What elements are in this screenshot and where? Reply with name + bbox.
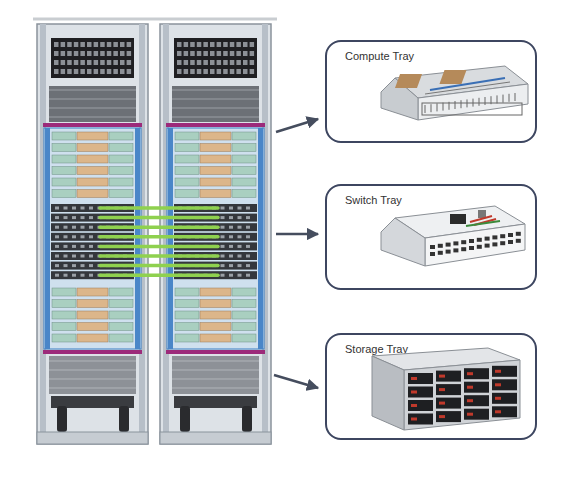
compute-tray-illustration [381, 66, 528, 120]
rack-group [33, 19, 277, 444]
storage-tray-box: Storage Tray [325, 333, 537, 440]
pointer-arrow [276, 119, 318, 132]
green-cable [100, 235, 218, 239]
green-cable [100, 273, 218, 277]
green-cable [100, 225, 218, 229]
pointer-arrow [276, 233, 318, 236]
tray-label: Storage Tray [345, 343, 408, 355]
pointer-arrow [274, 375, 318, 388]
switch-tray-box: Switch Tray [325, 184, 537, 290]
green-cable [100, 216, 218, 220]
pointer-arrows [274, 119, 318, 388]
green-cable [100, 254, 218, 258]
compute-tray-box: Compute Tray [325, 40, 537, 143]
server-rack [37, 24, 148, 444]
tray-label: Compute Tray [345, 50, 414, 62]
tray-label: Switch Tray [345, 194, 402, 206]
cable-group [100, 208, 218, 275]
storage-tray-illustration [372, 348, 520, 430]
server-rack [160, 24, 271, 444]
switch-tray-illustration [381, 206, 525, 266]
green-cable [100, 245, 218, 249]
green-cable [100, 206, 218, 210]
green-cable [100, 264, 218, 268]
